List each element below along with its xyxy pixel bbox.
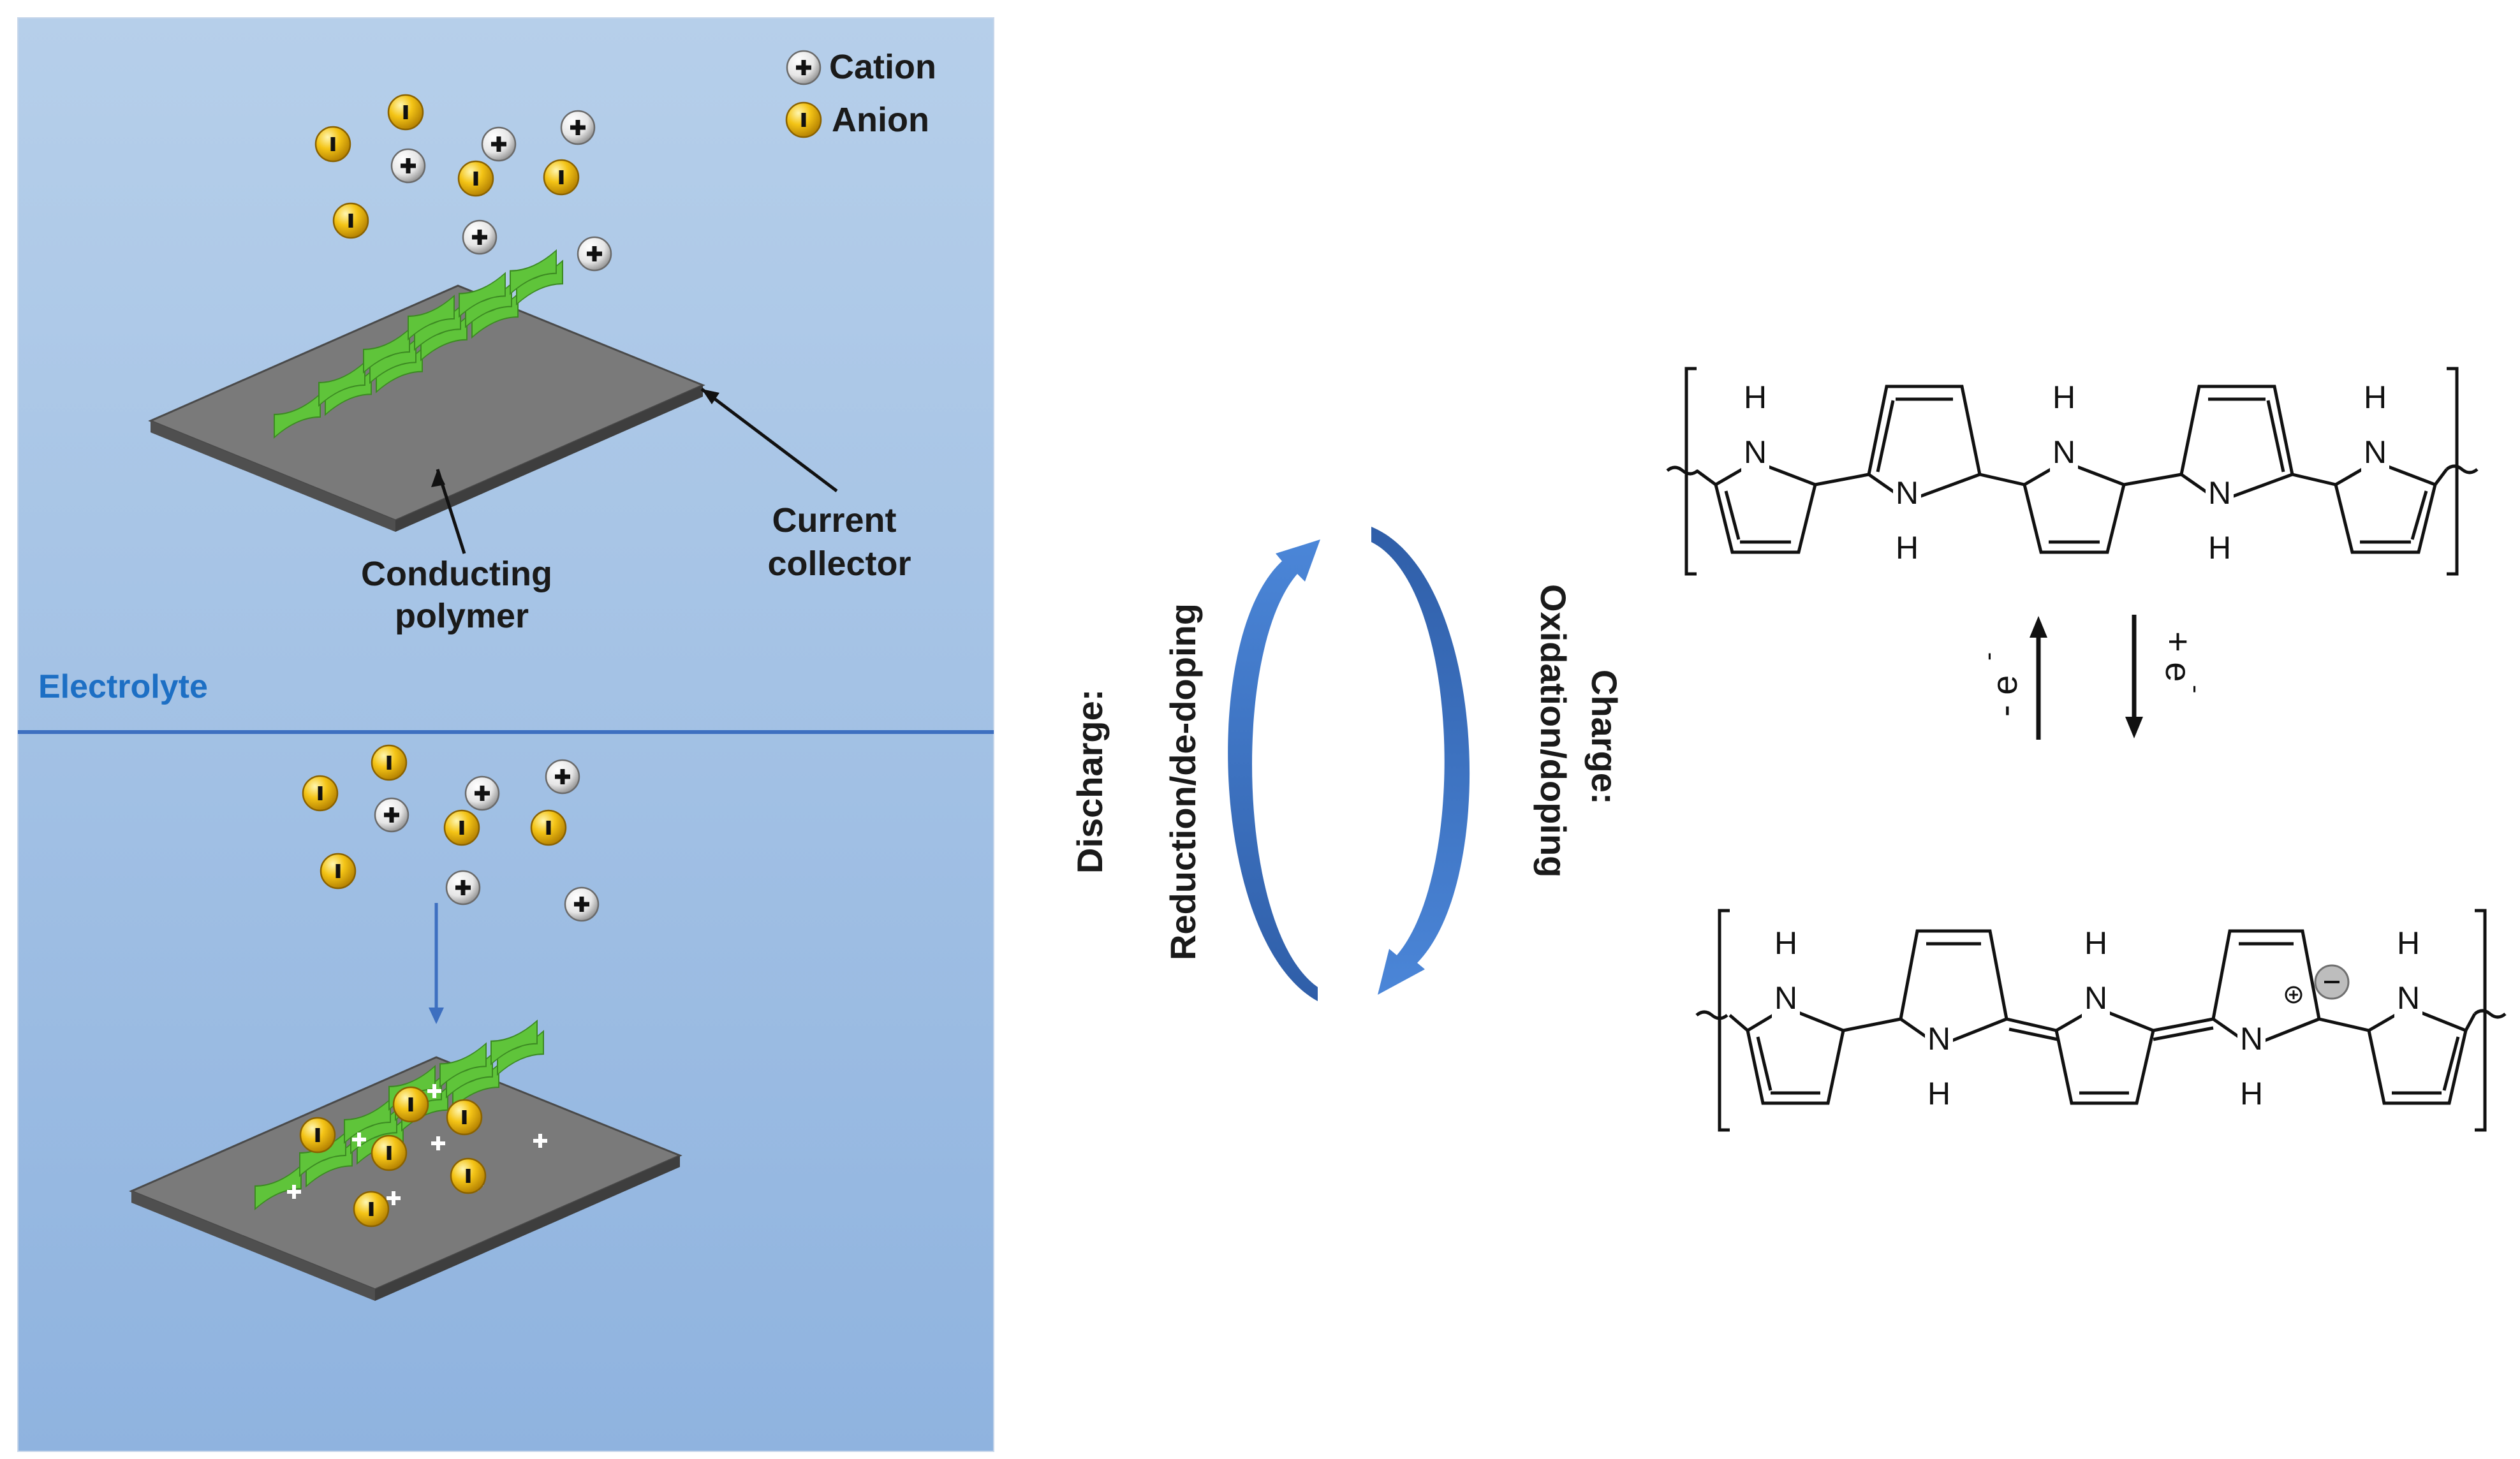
pyrrole-ring xyxy=(1867,385,1982,503)
cation-legend-label: Cation xyxy=(829,48,936,86)
polypyrrole-oxidized xyxy=(1695,909,2507,1132)
anion-ion xyxy=(543,159,580,196)
atom-n: N xyxy=(2084,980,2107,1016)
device-bottom xyxy=(129,1020,682,1301)
adsorbed-anion xyxy=(299,1117,336,1154)
current-collector-label-line2: collector xyxy=(767,545,911,583)
atom-h: H xyxy=(2052,379,2075,415)
anion-ion xyxy=(320,853,357,890)
anion-ion xyxy=(387,94,424,131)
pyrrole-ring xyxy=(2023,460,2126,554)
atom-n: N xyxy=(2364,434,2387,470)
charge-process-label: Oxidation/doping xyxy=(1533,584,1573,877)
atom-h: H xyxy=(2364,379,2387,415)
cation-ion xyxy=(560,110,596,145)
atom-h: H xyxy=(2240,1076,2263,1111)
adsorbed-anion xyxy=(450,1157,487,1194)
anion-ion xyxy=(457,160,494,197)
charge-label: Charge: xyxy=(1584,670,1625,805)
left-panel: Cation Anion xyxy=(17,17,994,1452)
atom-h: H xyxy=(2208,530,2231,566)
device-top xyxy=(148,249,838,554)
atom-n: N xyxy=(1927,1021,1950,1057)
charge-discharge-cycle: Discharge: Reduction/de-doping Charge: O… xyxy=(1070,527,1625,1001)
cation-ion xyxy=(481,126,517,162)
anion-ion xyxy=(530,809,567,846)
neutral-atoms: N H N H N H N H N H xyxy=(1741,379,2389,566)
atom-n: N xyxy=(2397,980,2420,1016)
polypyrrole-neutral xyxy=(1666,367,2479,576)
collector-pointer xyxy=(700,388,838,492)
counter-anion-icon xyxy=(2314,964,2350,1000)
discharge-label: Discharge: xyxy=(1070,689,1110,874)
bracket-right xyxy=(2475,909,2487,1132)
atom-n: N xyxy=(1774,980,1797,1016)
collector-edge xyxy=(151,421,395,532)
adsorbed-anion xyxy=(446,1099,483,1136)
positive-charge-icon xyxy=(2285,986,2303,1004)
legend: Cation Anion xyxy=(785,48,936,139)
collector-edge xyxy=(395,385,703,532)
discharge-arrow xyxy=(1228,539,1320,1001)
atom-h: H xyxy=(2397,925,2420,961)
atom-n: N xyxy=(1744,434,1767,470)
adsorbed-anion xyxy=(371,1134,408,1171)
anion-ion xyxy=(332,202,369,239)
cation-ion xyxy=(545,759,580,795)
anion-legend-icon xyxy=(785,101,822,138)
adsorbed-anion xyxy=(353,1191,390,1228)
oxidation-arrow-label: - e xyxy=(1984,675,2024,717)
bracket-left xyxy=(1718,909,1730,1132)
anion-ion xyxy=(302,775,339,812)
atom-n: N xyxy=(2208,475,2231,511)
electron-superscript: - xyxy=(2182,685,2210,693)
discharge-process-label: Reduction/de-doping xyxy=(1163,603,1203,960)
anion-legend-label: Anion xyxy=(832,101,929,139)
cation-ion xyxy=(374,797,409,833)
atom-h: H xyxy=(1774,925,1797,961)
anion-ion xyxy=(371,744,408,781)
cation-ion xyxy=(577,236,612,272)
cation-legend-icon xyxy=(786,50,822,85)
anion-ion xyxy=(443,809,480,846)
pyrrole-ring xyxy=(1714,460,1817,554)
electron-superscript: - xyxy=(1974,652,2002,661)
conducting-polymer-label-line1: Conducting xyxy=(361,555,552,593)
cation-ion xyxy=(390,148,426,184)
atom-h: H xyxy=(1896,530,1919,566)
electrolyte-label: Electrolyte xyxy=(38,668,208,705)
bracket-right xyxy=(2447,367,2459,576)
conducting-polymer-label-line2: polymer xyxy=(395,597,529,635)
pyrrole-ring xyxy=(2334,460,2437,554)
cation-ion xyxy=(462,219,497,255)
atom-n: N xyxy=(2240,1021,2263,1057)
atom-n: N xyxy=(1896,475,1919,511)
cation-ion xyxy=(564,886,600,922)
atom-h: H xyxy=(1927,1076,1950,1111)
atom-n: N xyxy=(2052,434,2075,470)
anion-ion xyxy=(314,126,351,163)
cation-ion xyxy=(445,870,481,905)
chain-end-left xyxy=(1666,466,1699,476)
chain-end-right xyxy=(2445,464,2479,474)
reduction-arrow-label: + e xyxy=(2158,631,2199,682)
redox-arrows: - e - + e - xyxy=(1974,615,2210,740)
atom-h: H xyxy=(1744,379,1767,415)
cation-ion xyxy=(464,775,500,811)
atom-h: H xyxy=(2084,925,2107,961)
charge-arrow xyxy=(1371,527,1470,995)
oxidized-atoms: N H N H N H N H N H xyxy=(1772,925,2422,1111)
current-collector-label-line1: Current xyxy=(772,501,896,539)
pyrrole-ring xyxy=(2179,385,2294,503)
adsorbed-anion xyxy=(392,1086,429,1123)
